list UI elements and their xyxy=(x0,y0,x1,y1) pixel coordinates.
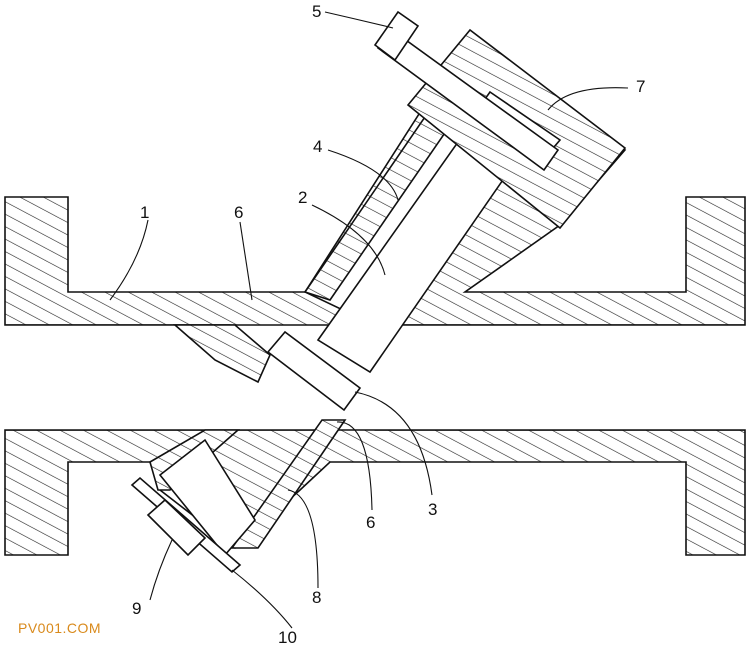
leader-2 xyxy=(311,204,386,276)
valve-disc xyxy=(266,330,362,412)
label-8: 8 xyxy=(312,588,321,607)
leader-5 xyxy=(324,11,394,29)
valve-seat-lower xyxy=(230,419,347,549)
label-10: 10 xyxy=(278,628,297,647)
lower-nut xyxy=(146,498,207,557)
label-3: 3 xyxy=(428,500,437,519)
label-4: 4 xyxy=(313,137,322,156)
label-9: 9 xyxy=(132,599,141,618)
leader-8 xyxy=(287,489,319,589)
watermark-text: PV001.COM xyxy=(18,620,102,636)
label-6-upper: 6 xyxy=(234,203,243,222)
label-5: 5 xyxy=(312,2,321,21)
label-7: 7 xyxy=(636,77,645,96)
handle-knob xyxy=(373,10,420,62)
pipe-lower-wall xyxy=(4,419,746,556)
leader-1 xyxy=(109,219,149,301)
label-6-lower: 6 xyxy=(366,513,375,532)
label-1: 1 xyxy=(140,203,149,222)
leader-10 xyxy=(231,569,293,629)
lower-plug-body xyxy=(158,438,256,557)
label-2: 2 xyxy=(298,188,307,207)
leader-3 xyxy=(354,391,433,496)
leader-6a xyxy=(239,221,253,301)
leader-9 xyxy=(149,539,173,601)
leader-7 xyxy=(547,87,629,111)
leader-4 xyxy=(327,149,399,201)
valve-seat-upper xyxy=(172,324,271,384)
leader-6b xyxy=(336,421,373,511)
